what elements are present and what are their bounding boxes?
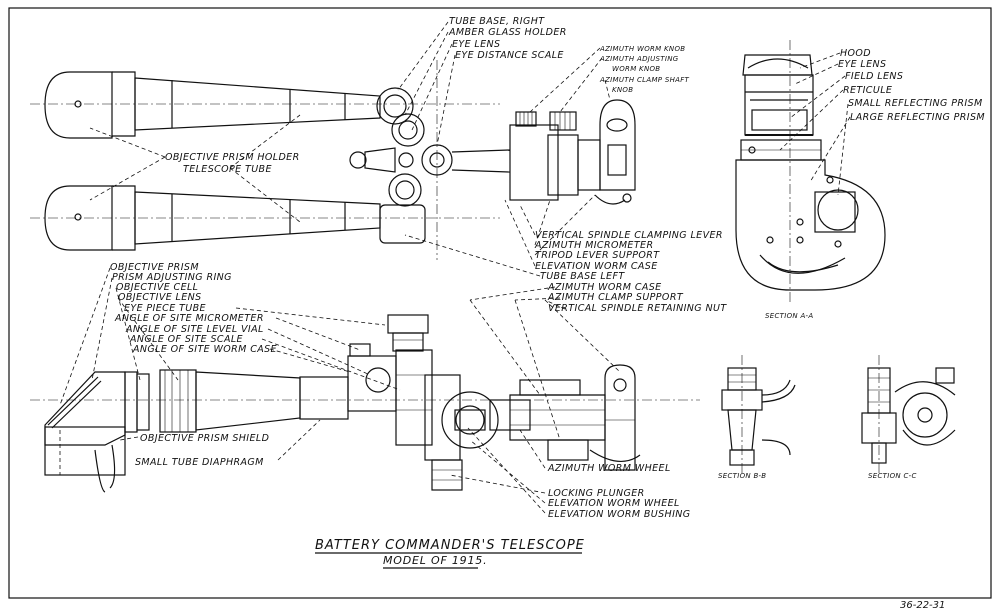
- label-vertical-spindle-retaining-nut: VERTICAL SPINDLE RETAINING NUT: [548, 303, 727, 314]
- azimuth-worm-wheel: [509, 394, 606, 441]
- label-field-lens: FIELD LENS: [845, 71, 903, 82]
- large-reflecting-prism: [735, 159, 886, 291]
- azimuth-clamp-support: [547, 439, 589, 461]
- objective-prism-shield: [44, 426, 126, 476]
- angle-of-site-micrometer: [349, 343, 371, 357]
- label-large-reflecting-prism: LARGE REFLECTING PRISM: [850, 112, 985, 123]
- field-lens: [751, 109, 808, 131]
- objective-prism-holder-upper: [44, 71, 113, 139]
- objective-prism: [44, 371, 126, 446]
- section-a-a: [735, 40, 886, 305]
- azimuth-micrometer: [547, 134, 579, 196]
- tripod-lever-support: [599, 99, 636, 191]
- angle-of-site-worm-case: [347, 355, 397, 412]
- label-azimuth-micrometer: AZIMUTH MICROMETER: [534, 240, 653, 251]
- label-tube-base-right: TUBE BASE, RIGHT: [449, 16, 545, 27]
- objective-lens: [159, 369, 197, 433]
- label-objective-lens: OBJECTIVE LENS: [118, 292, 202, 303]
- telescope-tube-upper: [134, 77, 381, 131]
- label-worm-knob: WORM KNOB: [612, 65, 660, 73]
- label-eye-piece-tube: EYE PIECE TUBE: [124, 303, 206, 314]
- section-b-b: [721, 355, 796, 475]
- label-angle-of-site-micrometer: ANGLE OF SITE MICROMETER: [114, 313, 264, 324]
- small-tube-diaphragm: [195, 371, 301, 431]
- locking-plunger: [431, 459, 463, 491]
- angle-of-site-level-vial: [365, 367, 391, 393]
- objective-cell: [136, 373, 150, 431]
- objective-prism-holder-lower: [44, 185, 113, 251]
- side-elevation: [30, 314, 700, 493]
- label-section-c: SECTION C-C: [868, 472, 917, 480]
- drawing-title: BATTERY COMMANDER'S TELESCOPE: [315, 538, 585, 553]
- plan-view: [44, 71, 636, 251]
- elevation-worm-wheel: [441, 391, 499, 449]
- label-angle-of-site-worm-case: ANGLE OF SITE WORM CASE: [132, 344, 277, 355]
- label-eye-distance-scale: EYE DISTANCE SCALE: [455, 50, 564, 61]
- label-locking-plunger: LOCKING PLUNGER: [548, 488, 645, 499]
- label-objective-prism-shield: OBJECTIVE PRISM SHIELD: [140, 433, 269, 444]
- label-tube-base-left: TUBE BASE LEFT: [540, 271, 625, 282]
- label-amber-glass-holder: AMBER GLASS HOLDER: [448, 27, 567, 38]
- label-eye-lens-section: EYE LENS: [838, 59, 886, 70]
- label-azimuth-worm-wheel: AZIMUTH WORM WHEEL: [547, 463, 671, 474]
- label-tripod-lever-support: TRIPOD LEVER SUPPORT: [535, 250, 660, 261]
- leader-lines: [59, 21, 851, 514]
- label-objective-prism: OBJECTIVE PRISM: [110, 262, 199, 273]
- drawing-subtitle: MODEL OF 1915.: [383, 554, 487, 567]
- azimuth-worm-knob: [515, 111, 537, 127]
- label-section-a: SECTION A-A: [765, 312, 813, 320]
- label-eye-lens-top: EYE LENS: [452, 39, 500, 50]
- angle-of-site-scale: [395, 349, 433, 446]
- eye-lens-upper: [391, 113, 425, 147]
- label-elevation-worm-bushing: ELEVATION WORM BUSHING: [548, 509, 691, 520]
- label-angle-of-site-level-vial: ANGLE OF SITE LEVEL VIAL: [125, 324, 264, 335]
- label-azimuth-clamp-shaft: AZIMUTH CLAMP SHAFT: [599, 76, 690, 84]
- label-elevation-worm-case: ELEVATION WORM CASE: [535, 261, 658, 272]
- label-azimuth-worm-knob: AZIMUTH WORM KNOB: [599, 45, 685, 53]
- label-azimuth-worm-case: AZIMUTH WORM CASE: [547, 282, 662, 293]
- label-vertical-spindle-clamping-lever: VERTICAL SPINDLE CLAMPING LEVER: [535, 230, 723, 241]
- label-azimuth-clamp-support: AZIMUTH CLAMP SUPPORT: [547, 292, 684, 303]
- vertical-spindle-clamping-lever: [622, 193, 632, 203]
- label-section-b: SECTION B-B: [718, 472, 766, 480]
- label-objective-prism-holder: OBJECTIVE PRISM HOLDER: [165, 152, 300, 163]
- section-c-c: [861, 355, 956, 475]
- small-reflecting-prism: [817, 189, 859, 231]
- label-angle-of-site-scale: ANGLE OF SITE SCALE: [129, 334, 243, 345]
- label-objective-cell: OBJECTIVE CELL: [116, 282, 198, 293]
- elevation-worm-bushing: [454, 409, 486, 431]
- label-elevation-worm-wheel: ELEVATION WORM WHEEL: [548, 498, 680, 509]
- label-knob: KNOB: [612, 86, 633, 94]
- drawing-border: [8, 7, 992, 599]
- label-telescope-tube: TELESCOPE TUBE: [183, 164, 272, 175]
- prism-adjusting-ring: [124, 371, 138, 433]
- vertical-spindle-retaining-nut: [604, 364, 636, 471]
- azimuth-adjusting-worm-knob: [549, 111, 577, 131]
- label-reticule: RETICULE: [843, 85, 892, 96]
- azimuth-worm-case: [509, 124, 559, 201]
- label-prism-adjusting-ring: PRISM ADJUSTING RING: [112, 272, 232, 283]
- label-hood: HOOD: [840, 48, 871, 59]
- figure-number: 36-22-31: [900, 600, 945, 611]
- labels: TUBE BASE, RIGHT AMBER GLASS HOLDER EYE …: [110, 16, 985, 611]
- label-azimuth-adjusting: AZIMUTH ADJUSTING: [599, 55, 679, 63]
- label-small-tube-diaphragm: SMALL TUBE DIAPHRAGM: [135, 457, 264, 468]
- eye-lens-section: [744, 74, 814, 136]
- eye-piece-tube: [387, 314, 429, 334]
- label-small-reflecting-prism: SMALL REFLECTING PRISM: [848, 98, 983, 109]
